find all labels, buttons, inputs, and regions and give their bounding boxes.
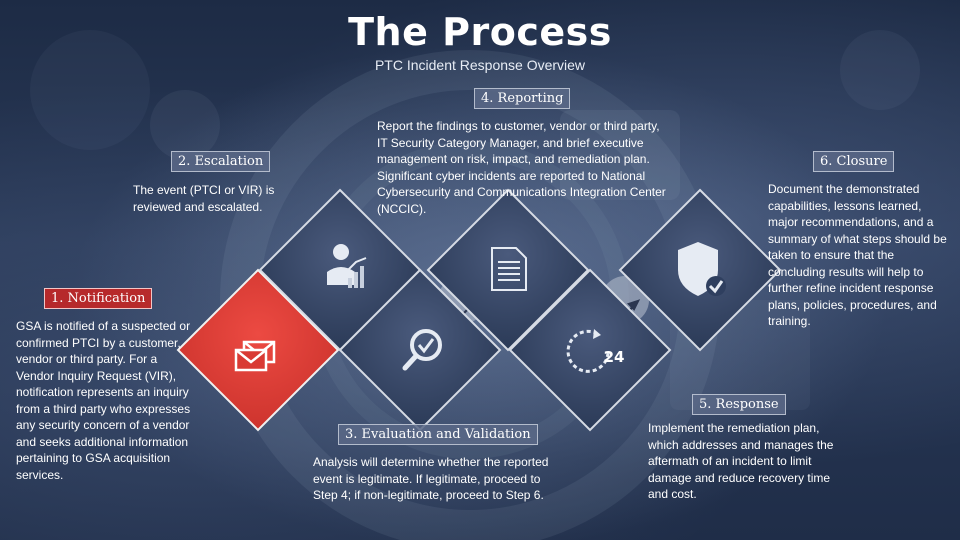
step-4-description: Report the findings to customer, vendor …: [377, 118, 669, 217]
step-6-description: Document the demonstrated capabilities, …: [768, 181, 948, 330]
step-2-label: 2. Escalation: [171, 151, 270, 172]
step-2-description: The event (PTCI or VIR) is reviewed and …: [133, 182, 293, 215]
step-1-description: GSA is notified of a suspected or confir…: [16, 318, 198, 483]
step-1-label: 1. Notification: [44, 288, 152, 309]
step-4-label: 4. Reporting: [474, 88, 570, 109]
step-3-description: Analysis will determine whether the repo…: [313, 454, 568, 504]
step-6-label: 6. Closure: [813, 151, 894, 172]
clock-24-label: 24: [604, 348, 625, 366]
step-3-label: 3. Evaluation and Validation: [338, 424, 538, 445]
step-5-description: Implement the remediation plan, which ad…: [648, 420, 838, 503]
step-5-label: 5. Response: [692, 394, 786, 415]
